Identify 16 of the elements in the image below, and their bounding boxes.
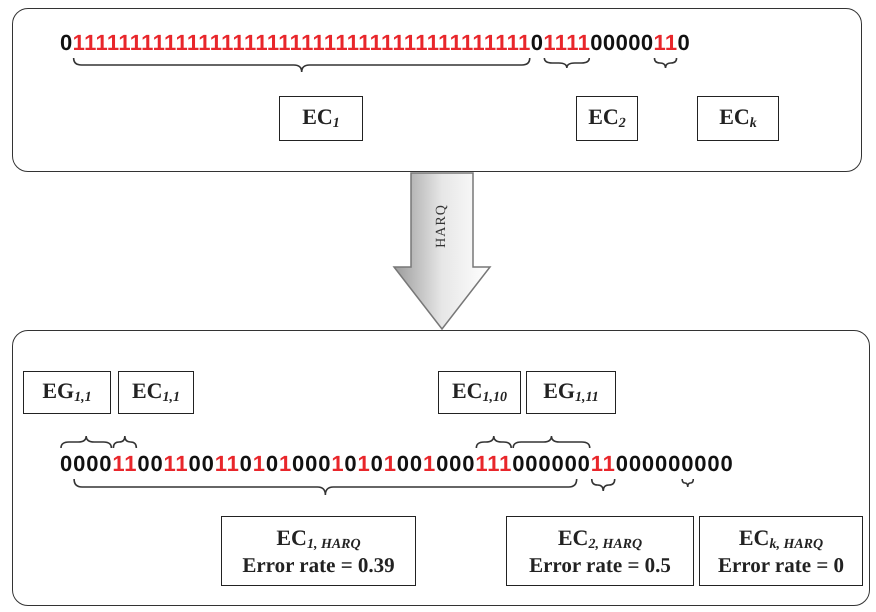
label-box: EC$_{1}$ [279,96,363,141]
label-box: EC$_{1,10}$ [438,371,521,414]
rounded-panel [12,8,862,172]
rounded-panel [12,330,870,606]
label-box: EC$_{2, HARQ}$ Error rate = 0.5 [506,516,694,586]
label-box: EC$_{2}$ [576,96,638,141]
label-box: EC$_{1, HARQ}$ Error rate = 0.39 [221,516,416,586]
block-arrow [392,172,492,330]
label-box: EC$_{k, HARQ}$ Error rate = 0 [699,516,863,586]
label-box: EG$_{1,1}$ [23,371,111,414]
bit-sequence: 0000110011001101010001010100100011100000011000000000 [60,453,734,475]
label-box: EC$_{1,1}$ [118,371,194,414]
bit-sequence: 011111111111111111111111111111111111111110111100000110 [60,32,690,54]
label-box: EC$_{k}$ [697,96,779,141]
label-box: EG$_{1,11}$ [526,371,616,414]
edge-label: HARQ [434,204,450,248]
